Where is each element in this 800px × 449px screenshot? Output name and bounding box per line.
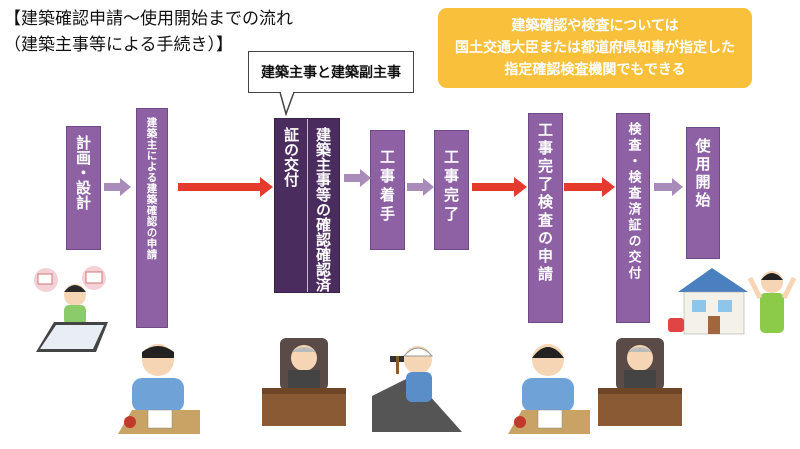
step-application-label: 建築主による建築確認の申請 (145, 117, 158, 260)
step-construction-complete-label: 工事完了 (442, 149, 460, 225)
step-confirmation-divider (307, 119, 308, 292)
official-illustration-icon (598, 338, 682, 426)
house-illustration-icon (668, 268, 796, 335)
construction-worker-illustration-icon (372, 346, 462, 432)
speech-bubble-text: 建築主事と建築副主事 (261, 65, 401, 81)
step-confirmation-line-b: 確認済証の交付 (282, 127, 332, 292)
arrow-right-icon (344, 169, 371, 187)
note-box: 建築確認や検査については 国土交通大臣または都道府県知事が指定した 指定確認検査… (438, 8, 752, 88)
note-line-2: 国土交通大臣または都道府県知事が指定した (455, 40, 735, 56)
step-inspection-certificate: 検査・検査済証の交付 (616, 113, 650, 323)
step-confirmation-label: 建築主事等の確認確認済証の交付 (275, 127, 339, 292)
title-line-2: （建築主事等による手続き）】 (4, 35, 233, 55)
red-arrow-right-icon (178, 177, 273, 197)
step-start-of-use: 使用開始 (686, 127, 720, 259)
speech-bubble-tail (279, 92, 295, 116)
diagram-title: 【建築確認申請～使用開始までの流れ （建築主事等による手続き）】 (4, 6, 293, 58)
arrow-right-icon (654, 178, 683, 196)
applicant-illustration-icon (508, 344, 590, 434)
title-line-1: 【建築確認申請～使用開始までの流れ (4, 9, 293, 29)
applicant-illustration-icon (118, 344, 200, 434)
step-confirmation-line-a: 建築主事等の確認 (314, 127, 332, 247)
step-application: 建築主による建築確認の申請 (136, 108, 168, 328)
red-arrow-right-icon (564, 177, 615, 197)
step-plan-design-label: 計画・設計 (74, 135, 92, 210)
designer-illustration-icon (34, 266, 108, 352)
step-construction-complete: 工事完了 (434, 130, 469, 250)
step-construction-start: 工事着手 (370, 130, 405, 250)
step-completion-inspection-application-label: 工事完了検査の申請 (536, 122, 554, 284)
arrow-right-icon (407, 178, 434, 196)
step-inspection-certificate-label: 検査・検査済証の交付 (625, 122, 641, 282)
note-line-1: 建築確認や検査については (511, 18, 679, 34)
step-completion-inspection-application: 工事完了検査の申請 (528, 113, 563, 323)
speech-bubble: 建築主事と建築副主事 (248, 51, 414, 93)
step-start-of-use-label: 使用開始 (693, 138, 712, 210)
red-arrow-right-icon (472, 177, 527, 197)
note-line-3: 指定確認検査機関でもできる (504, 62, 686, 78)
arrow-right-icon (104, 178, 131, 196)
step-plan-design: 計画・設計 (66, 126, 101, 250)
official-illustration-icon (262, 338, 346, 426)
step-construction-start-label: 工事着手 (378, 149, 396, 225)
